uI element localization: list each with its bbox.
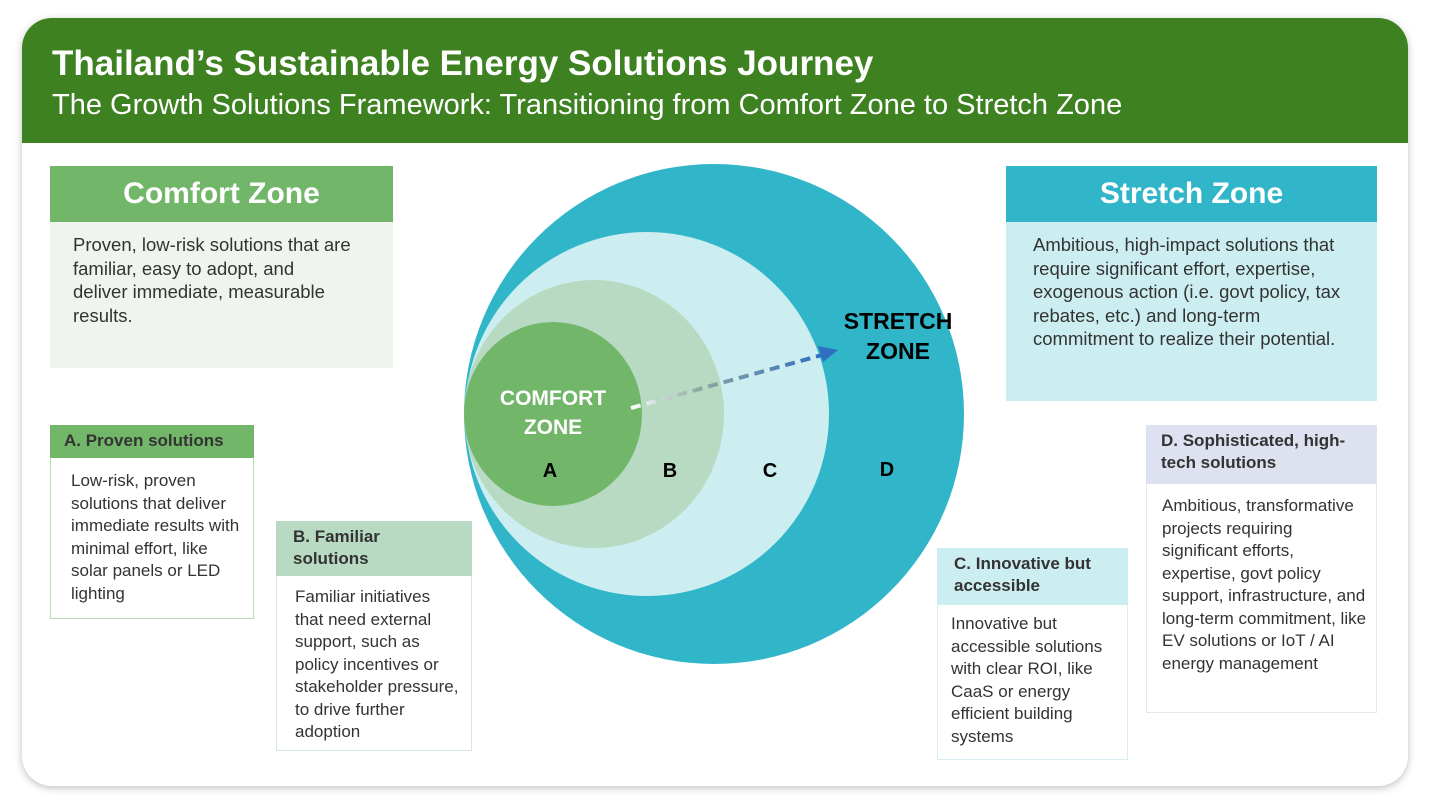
page-subtitle: The Growth Solutions Framework: Transiti… bbox=[52, 89, 1123, 121]
stretch-zone-description: Ambitious, high-impact solutions that re… bbox=[1006, 222, 1377, 401]
stretch-label-line2: ZONE bbox=[866, 338, 930, 364]
ring-label-d: D bbox=[880, 459, 894, 481]
box-d-body: Ambitious, transformative projects requi… bbox=[1146, 484, 1377, 713]
ring-label-c: C bbox=[763, 460, 777, 482]
growth-arrow bbox=[630, 353, 823, 410]
box-c-title: C. Innovative but accessible bbox=[937, 548, 1128, 605]
arrowhead-icon bbox=[818, 346, 838, 362]
comfort-zone-heading: Comfort Zone bbox=[50, 166, 393, 222]
box-b-title: B. Familiar solutions bbox=[276, 521, 472, 576]
header-banner: Thailand’s Sustainable Energy Solutions … bbox=[22, 18, 1408, 143]
comfort-label-line2: ZONE bbox=[524, 416, 582, 439]
box-a-title: A. Proven solutions bbox=[50, 425, 254, 458]
box-c-body: Innovative but accessible solutions with… bbox=[937, 605, 1128, 760]
ring-a-comfort bbox=[464, 322, 642, 506]
ring-label-b: B bbox=[663, 460, 677, 482]
stretch-label-line1: STRETCH bbox=[844, 308, 953, 334]
box-b-body: Familiar initiatives that need external … bbox=[276, 576, 472, 751]
ring-label-a: A bbox=[543, 460, 557, 482]
page-title: Thailand’s Sustainable Energy Solutions … bbox=[52, 44, 874, 83]
box-a-body: Low-risk, proven solutions that deliver … bbox=[50, 458, 254, 619]
comfort-label-line1: COMFORT bbox=[500, 387, 606, 410]
stretch-zone-heading: Stretch Zone bbox=[1006, 166, 1377, 222]
box-d-title: D. Sophisticated, high-tech solutions bbox=[1146, 425, 1377, 484]
comfort-zone-description: Proven, low-risk solutions that are fami… bbox=[50, 222, 393, 368]
